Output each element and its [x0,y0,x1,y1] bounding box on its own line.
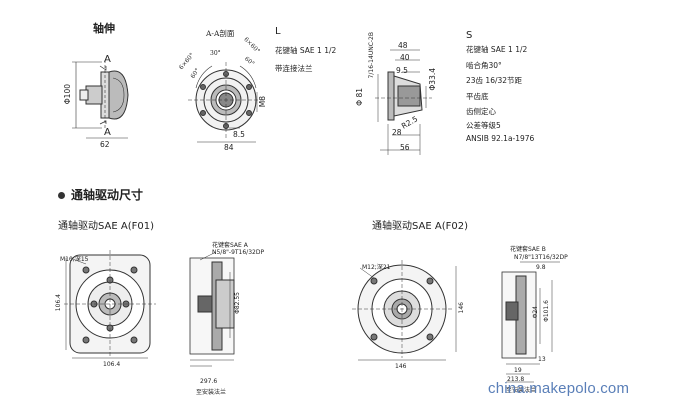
f02-dim-19: 19 [514,367,522,374]
shaft-side-view [72,60,129,139]
s-block-line6: 公差等级5 [466,121,501,130]
dim-phi-33-4: Φ33.4 [428,68,437,91]
f01-height-dim: 106.4 [55,294,62,312]
watermark: china.makepolo.com [488,380,630,397]
l-block-line1: 花键轴 SAE 1 1/2 [275,46,337,55]
shaft-section-label: 轴伸 [93,22,115,35]
f02-spline-spec: N7/8"13T16/32DP [514,254,568,261]
aa-section-view [188,62,264,143]
f02-title: 通轴驱动SAE A(F02) [372,221,468,232]
f02-dim-9-8: 9.8 [536,264,546,271]
thread-dim: 7/16-14UNC-2B [368,32,375,79]
shaft-width-dim: 62 [100,140,110,149]
dim-8-5: 8.5 [233,130,245,139]
s-block-line3: 23齿 16/32节距 [466,76,523,85]
f01-diameter: Φ82.55 [234,292,241,314]
spline-shaft-profile [375,49,432,155]
f01-title: 通轴驱动SAE A(F01) [58,221,154,232]
f02-thread-note: M12;深21 [362,264,391,271]
l-block-letter: L [275,26,281,37]
f01-length-note: 至安装法兰 [196,389,227,396]
f02-length-note: 至安装法兰 [506,387,537,394]
f02-dim-phi-101-6: Φ101.6 [543,300,550,322]
dim-84: 84 [224,143,234,152]
f01-width-dim: 106.4 [103,361,121,368]
s-block-line1: 花键轴 SAE 1 1/2 [466,45,528,54]
f01-side-view [189,251,235,367]
f02-height-dim: 146 [458,302,465,314]
dim-48: 48 [398,41,408,50]
f02-dim-213-8: 213.8 [507,376,525,383]
dim-28: 28 [392,128,402,137]
f02-width-dim: 146 [395,363,407,370]
angle-label-5: 30° [210,50,221,57]
f02-dim-phi-24: Φ24 [532,306,539,319]
f01-spline-title: 花键套SAE A [212,242,248,249]
dim-m8: M8 [258,96,267,108]
f01-front-view [64,250,156,359]
s-block-line2: 啮合角30° [466,61,502,70]
s-block-line7: ANSIB 92.1a-1976 [466,134,535,143]
f01-thread-note: M10;深15 [60,256,89,263]
s-block-line5: 齿侧定心 [466,107,496,116]
section-marker-a: A [104,54,111,65]
through-drive-heading: 通轴驱动尺寸 [58,186,143,203]
dim-9-5: 9.5 [396,66,408,75]
f02-front-view [352,260,457,361]
dim-phi-81: Φ 81 [355,88,364,106]
s-block-line4: 平齿底 [466,92,489,101]
s-block-letter: S [466,30,473,41]
l-block-line2: 带连接法兰 [275,64,313,73]
f01-length: 297.6 [200,378,218,385]
section-marker-a-bottom: A [104,127,111,138]
heading-bullet-icon [58,192,65,199]
f02-spline-title: 花键套SAE B [510,246,546,253]
f01-spline-spec: N5/8"-9T16/32DP [212,249,265,256]
shaft-diameter-dim: Φ100 [63,84,72,105]
dim-56: 56 [400,143,410,152]
heading-text: 通轴驱动尺寸 [71,188,144,202]
aa-section-title: A-A剖面 [206,29,235,38]
f02-dim-13: 13 [538,356,546,363]
dim-40: 40 [400,53,410,62]
f02-side-view [501,261,560,383]
